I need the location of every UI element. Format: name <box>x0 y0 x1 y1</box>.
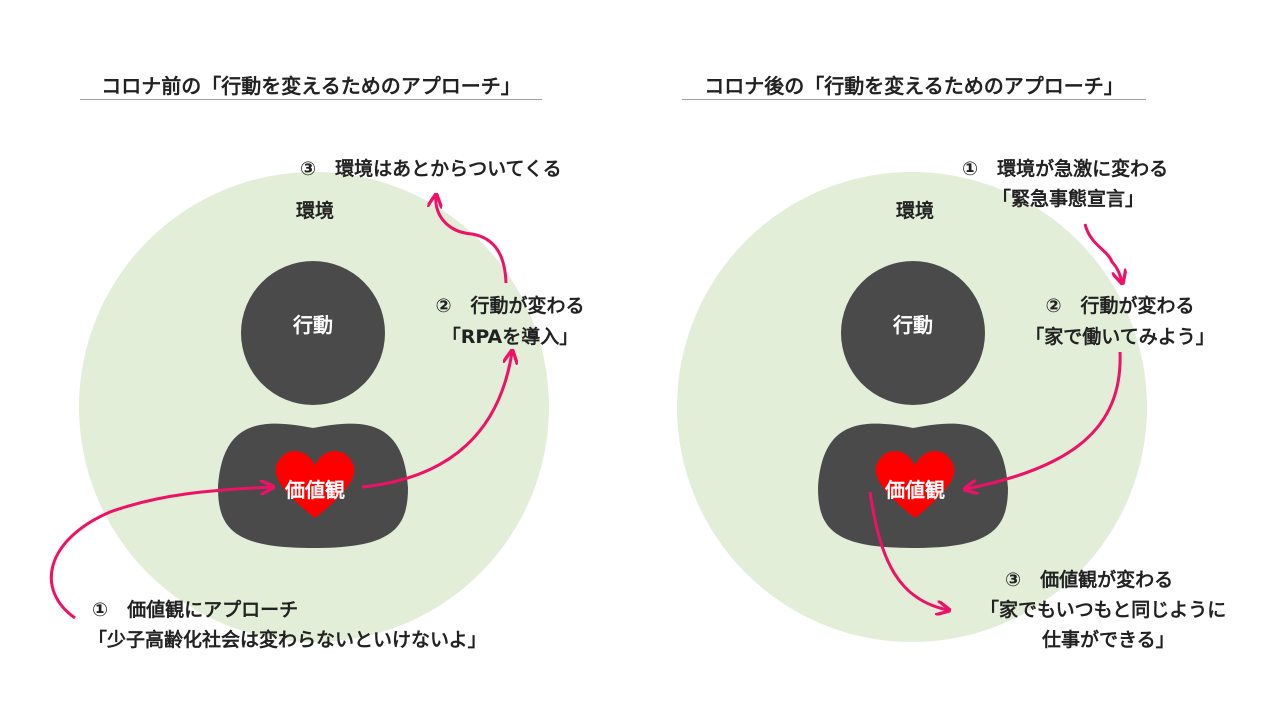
left-heart-icon <box>275 451 355 518</box>
left-arrow-1 <box>50 487 272 620</box>
left-environment-label: 環境 <box>295 200 334 222</box>
right-step1-quote: 「緊急事態宣言」 <box>992 188 1145 210</box>
right-step2-quote: 「家で働いてみよう」 <box>1025 326 1215 348</box>
left-title-underline <box>80 99 542 100</box>
left-values-label: 価値観 <box>285 478 345 502</box>
left-arrow-2 <box>361 352 512 489</box>
left-environment-circle <box>79 172 549 642</box>
right-action-label: 行動 <box>893 313 933 337</box>
right-person-head <box>841 261 985 405</box>
right-step3-heading: ③ 価値観が変わる <box>1005 569 1174 591</box>
right-values-label: 価値観 <box>885 478 945 502</box>
left-step2-quote: 「RPAを導入」 <box>441 326 579 348</box>
right-arrow-2 <box>966 351 1122 489</box>
right-step3-quote-line2: 仕事ができる」 <box>1042 629 1175 651</box>
right-title-underline <box>682 99 1146 100</box>
left-step3-heading: ③ 環境はあとからついてくる <box>300 158 562 180</box>
left-step1-heading: ① 価値観にアプローチ <box>92 599 299 621</box>
right-heart-icon <box>875 451 955 518</box>
left-arrow-3 <box>436 196 508 284</box>
right-title: コロナ後の「行動を変えるためのアプローチ」 <box>704 74 1124 98</box>
left-person-head <box>241 261 385 405</box>
left-title: コロナ前の「行動を変えるためのアプローチ」 <box>101 74 521 98</box>
left-step1-quote: 「少子高齢化社会は変わらないといけないよ」 <box>88 629 487 651</box>
right-environment-label: 環境 <box>895 200 934 222</box>
left-action-label: 行動 <box>293 313 333 337</box>
right-environment-circle <box>677 172 1147 642</box>
right-arrow-3 <box>868 491 948 610</box>
left-step2-heading: ② 行動が変わる <box>435 295 585 317</box>
right-step1-heading: ① 環境が急激に変わる <box>962 158 1169 180</box>
right-arrow-1 <box>1083 223 1122 282</box>
right-step3-quote-line1: 「家でもいつもと同じように <box>980 599 1227 621</box>
right-step2-heading: ② 行動が変わる <box>1045 295 1195 317</box>
